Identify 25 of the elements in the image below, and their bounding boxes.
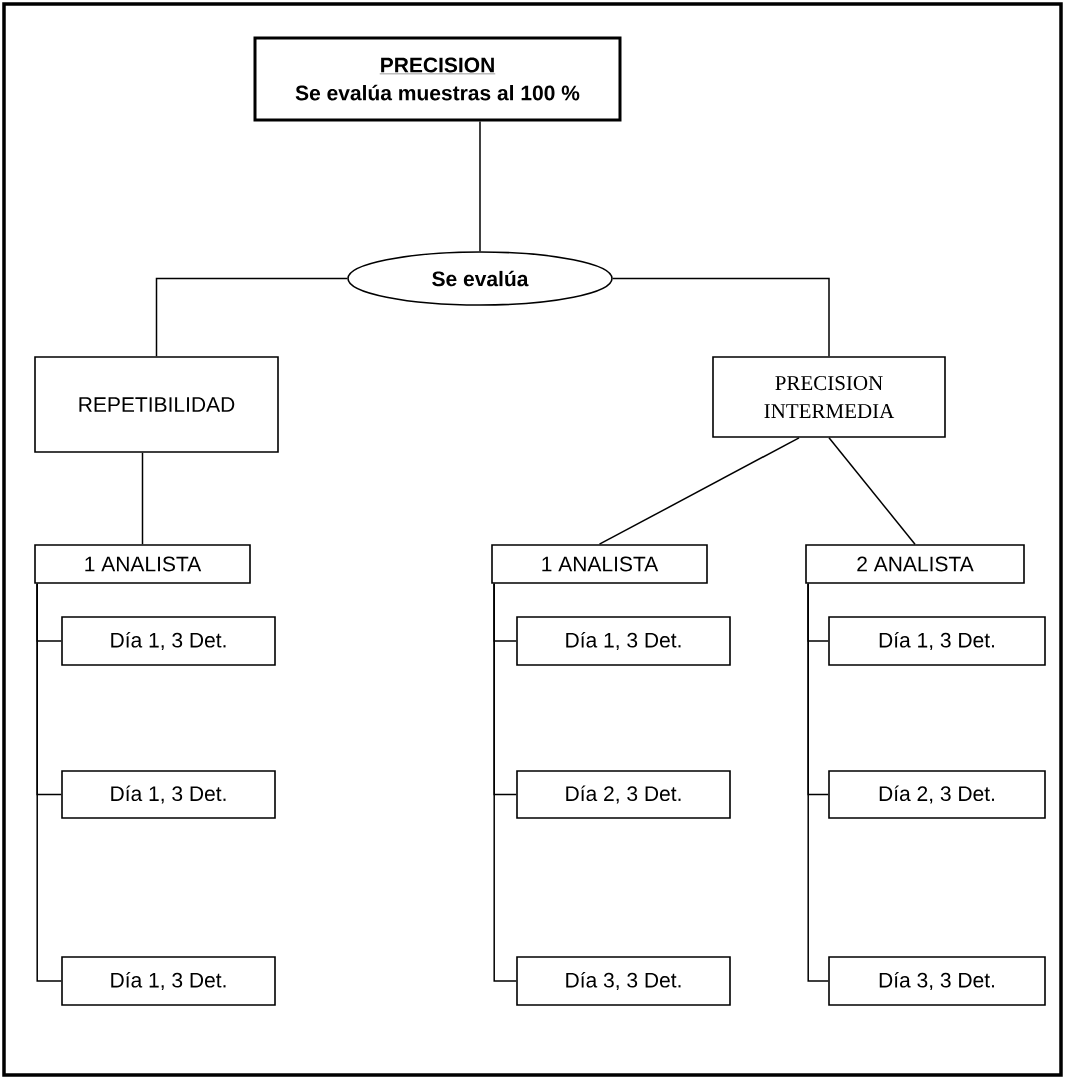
- process-box: Día 1, 3 Det.: [828, 616, 1046, 666]
- process-box: Día 2, 3 Det.: [828, 770, 1046, 819]
- ellipse-node: Se evalúa: [347, 251, 613, 306]
- process-box: Día 1, 3 Det.: [516, 616, 731, 666]
- process-box: Día 3, 3 Det.: [516, 956, 731, 1006]
- connector-line: [828, 437, 916, 545]
- connector-line: [36, 583, 62, 982]
- connector-line: [612, 277, 830, 357]
- connector-line: [493, 583, 517, 982]
- connector-line: [141, 452, 144, 545]
- connector-line: [479, 120, 481, 252]
- process-box: Día 3, 3 Det.: [828, 956, 1046, 1006]
- process-box: Día 1, 3 Det.: [61, 770, 276, 819]
- connector-line: [598, 437, 800, 545]
- connector-line: [807, 583, 829, 982]
- connector-line: [155, 277, 348, 357]
- process-box: 1 ANALISTA: [34, 544, 251, 584]
- process-box: Día 1, 3 Det.: [61, 616, 276, 666]
- process-box: REPETIBILIDAD: [34, 356, 279, 453]
- process-box: Día 1, 3 Det.: [61, 956, 276, 1006]
- process-box: PRECISION INTERMEDIA: [712, 356, 946, 438]
- process-box: Día 2, 3 Det.: [516, 770, 731, 819]
- title-box: PRECISION Se evalúa muestras al 100 %: [253, 36, 622, 122]
- process-box: 2 ANALISTA: [805, 544, 1025, 584]
- process-box: 1 ANALISTA: [491, 544, 708, 584]
